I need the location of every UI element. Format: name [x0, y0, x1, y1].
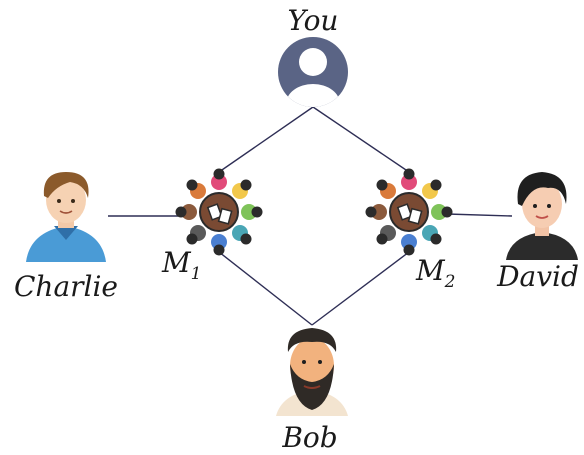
meeting-group-icon: [364, 167, 454, 257]
m1-letter: M: [161, 246, 192, 279]
edge-you-m1: [218, 106, 314, 173]
edge-you-m2: [312, 106, 410, 173]
bob-label: Bob: [281, 421, 337, 454]
you-label: You: [288, 4, 339, 37]
edges: [108, 106, 513, 326]
bearded-man-avatar-icon: [276, 328, 348, 416]
node-m2: M2: [364, 167, 456, 292]
node-charlie: Charlie: [14, 172, 118, 303]
node-m1: M1: [161, 167, 264, 284]
david-label: David: [496, 260, 579, 293]
boy-avatar-icon: [26, 172, 106, 262]
node-you: You: [278, 4, 348, 107]
charlie-label: Charlie: [14, 270, 118, 303]
man-avatar-icon: [506, 172, 578, 260]
edge-m2-bob: [311, 251, 410, 326]
node-david: David: [496, 172, 579, 293]
m2-label: M2: [415, 254, 456, 292]
meeting-group-icon: [174, 167, 264, 257]
default-avatar-icon: [278, 37, 348, 107]
m2-letter: M: [415, 254, 446, 287]
edge-m2-david: [446, 213, 513, 217]
edge-m1-bob: [218, 251, 313, 326]
m2-subscript: 2: [444, 272, 456, 292]
m1-label: M1: [161, 246, 202, 284]
m1-subscript: 1: [191, 264, 202, 284]
node-bob: Bob: [276, 328, 348, 454]
